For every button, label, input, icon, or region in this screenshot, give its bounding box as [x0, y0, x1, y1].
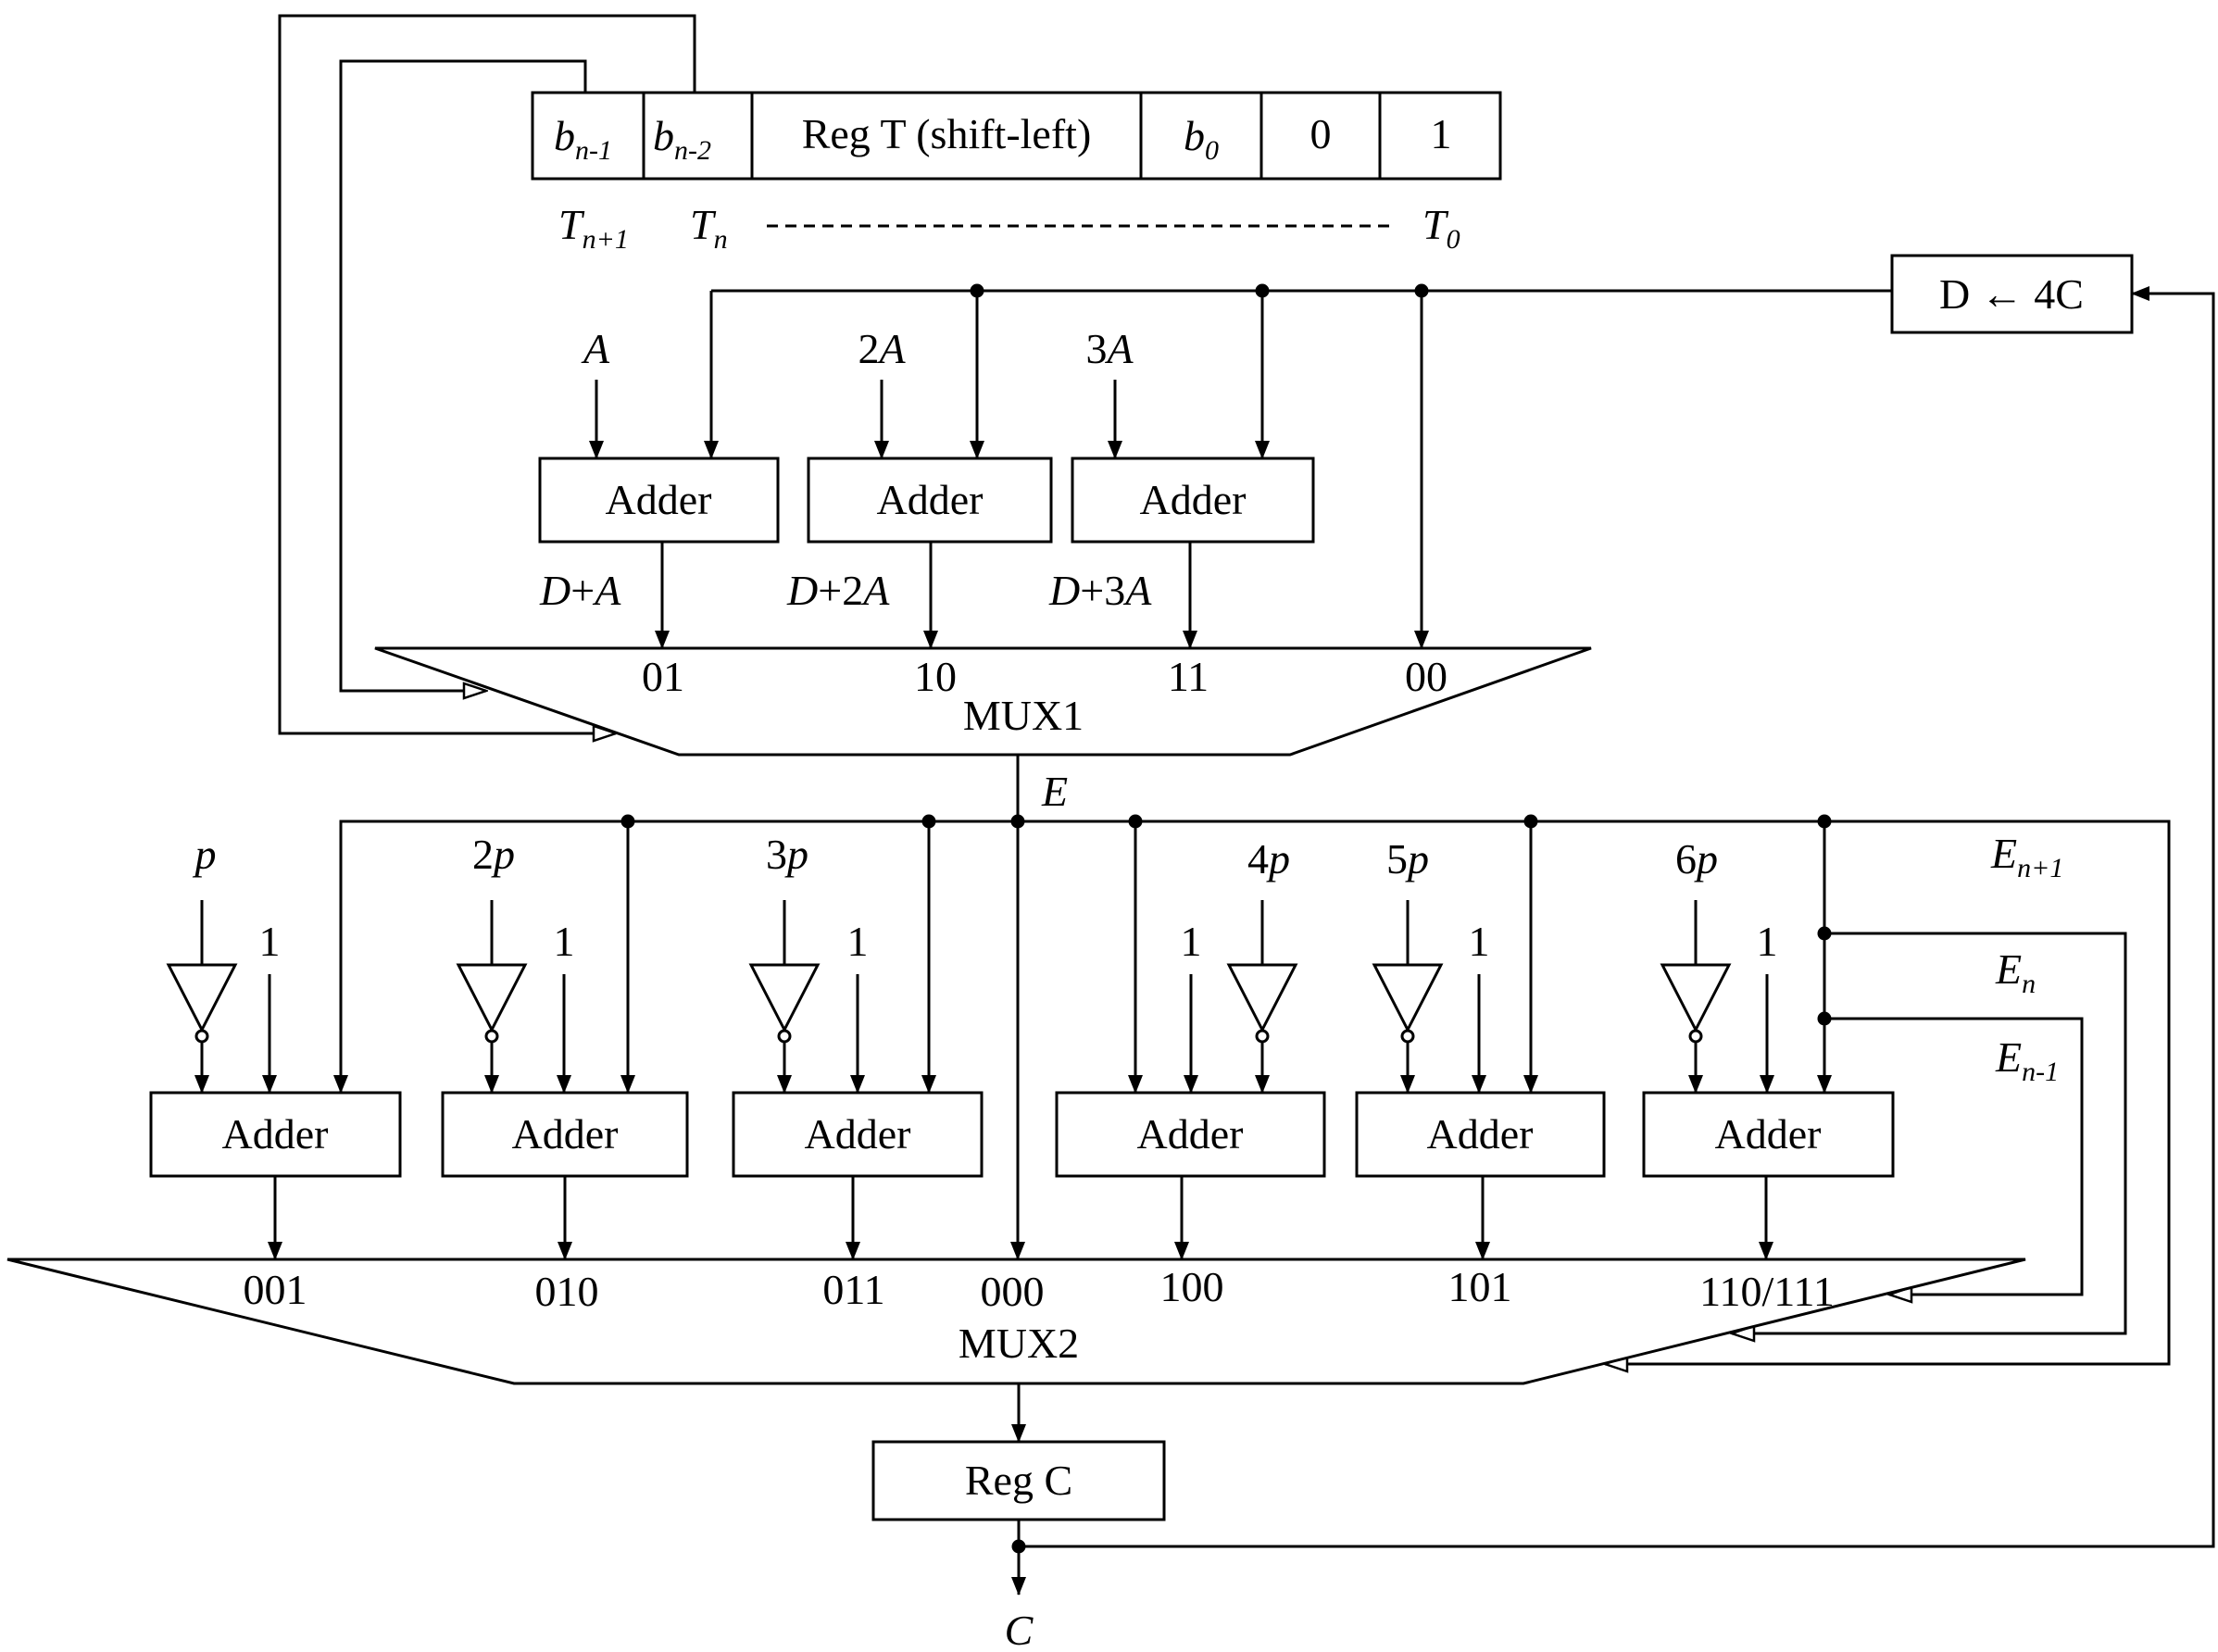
mux2-input-101: 101	[1448, 1263, 1512, 1310]
carry-in-4: 1	[1181, 918, 1202, 965]
select-line-b-n-2	[278, 14, 696, 733]
mux2-input-100: 100	[1160, 1263, 1224, 1310]
d-register-box	[1890, 254, 2134, 334]
mux2-label: MUX2	[959, 1320, 1079, 1367]
select-line-e-n-1	[1824, 1017, 2084, 1295]
svg-text:Adder: Adder	[877, 476, 984, 523]
inverter-p	[166, 963, 238, 1033]
input-3p: 3p	[766, 831, 808, 878]
mux2-input-010: 010	[535, 1268, 599, 1315]
inverter-3p	[748, 963, 821, 1033]
adder-minus-6p: Adder	[1642, 1091, 1895, 1178]
adder-minus-p: Adder	[149, 1091, 402, 1178]
carry-in-3: 1	[847, 918, 869, 965]
mux2-input-000: 000	[981, 1268, 1045, 1315]
input-2a: 2A	[858, 325, 906, 372]
svg-text:Adder: Adder	[1137, 1110, 1244, 1158]
select-line-b-n-1	[339, 59, 587, 691]
index-label-t-n-plus-1: Tn+1	[558, 201, 629, 255]
reg-t-cell-lsb: b0	[1184, 112, 1219, 166]
mux1	[374, 646, 1592, 757]
adder-minus-4p: Adder	[1055, 1091, 1326, 1178]
inverter-4p	[1226, 963, 1298, 1033]
reg-c-label: Reg C	[965, 1457, 1072, 1504]
e-label: E	[1041, 768, 1068, 815]
adder-minus-3p: Adder	[732, 1091, 984, 1178]
inverter-2p	[456, 963, 528, 1033]
reg-c	[871, 1440, 1166, 1521]
input-2p: 2p	[472, 831, 515, 878]
output-c: C	[1005, 1607, 1034, 1652]
svg-text:Adder: Adder	[222, 1110, 329, 1158]
e-n-label: En	[1995, 945, 2036, 999]
sum-d-plus-3a: D+3A	[1048, 567, 1152, 614]
svg-text:Adder: Adder	[1715, 1110, 1822, 1158]
e-bus	[339, 820, 2171, 1364]
mux2-input-110-111: 110/111	[1699, 1268, 1835, 1315]
adder-d-plus-3a: Adder	[1071, 457, 1315, 544]
carry-in-6: 1	[1757, 918, 1778, 965]
svg-text:Adder: Adder	[1427, 1110, 1534, 1158]
svg-text:Adder: Adder	[606, 476, 712, 523]
mux1-input-00: 00	[1405, 653, 1447, 700]
inverter-5p	[1372, 963, 1444, 1033]
input-6p: 6p	[1675, 835, 1718, 882]
mux2-input-011: 011	[822, 1266, 884, 1313]
reg-t: bn-1 bn-2 Reg T (shift-left) b0 0 1	[531, 91, 1502, 181]
feedback-c-to-d	[1019, 286, 2215, 1548]
input-4p: 4p	[1247, 835, 1290, 882]
carry-in-1: 1	[259, 918, 281, 965]
reg-t-cell-zero: 0	[1310, 110, 1332, 157]
e-n-plus-1-label: En+1	[1990, 830, 2063, 883]
carry-in-2: 1	[554, 918, 575, 965]
input-5p: 5p	[1386, 835, 1429, 882]
reg-t-cell-one: 1	[1431, 110, 1452, 157]
mux2-input-001: 001	[244, 1266, 307, 1313]
inverter-6p	[1660, 963, 1732, 1033]
svg-text:Adder: Adder	[512, 1110, 619, 1158]
sum-d-plus-a: D+A	[539, 567, 621, 614]
sum-d-plus-2a: D+2A	[786, 567, 890, 614]
input-p: p	[193, 831, 217, 878]
mux1-input-10: 10	[914, 653, 957, 700]
mux2	[6, 1258, 2026, 1385]
carry-in-5: 1	[1469, 918, 1490, 965]
mux1-input-01: 01	[642, 653, 684, 700]
reg-t-cell-second: bn-2	[653, 112, 711, 166]
mux1-label: MUX1	[963, 692, 1084, 739]
input-3a: 3A	[1085, 325, 1134, 372]
index-label-t-0: T0	[1422, 201, 1460, 255]
svg-text:Adder: Adder	[805, 1110, 911, 1158]
d-register-label: D ← 4C	[1939, 270, 2084, 318]
e-n-minus-1-label: En-1	[1995, 1033, 2059, 1087]
adder-minus-2p: Adder	[441, 1091, 689, 1178]
reg-t-cell-msb: bn-1	[554, 112, 612, 166]
mux1-input-11: 11	[1168, 653, 1209, 700]
adder-minus-5p: Adder	[1355, 1091, 1606, 1178]
adder-d-plus-a: Adder	[538, 457, 780, 544]
select-line-e-n	[1732, 932, 2127, 1333]
input-a: A	[581, 325, 610, 372]
svg-text:Adder: Adder	[1140, 476, 1247, 523]
index-label-t-n: Tn	[690, 201, 728, 255]
adder-d-plus-2a: Adder	[807, 457, 1053, 544]
reg-t-title: Reg T (shift-left)	[802, 110, 1092, 157]
